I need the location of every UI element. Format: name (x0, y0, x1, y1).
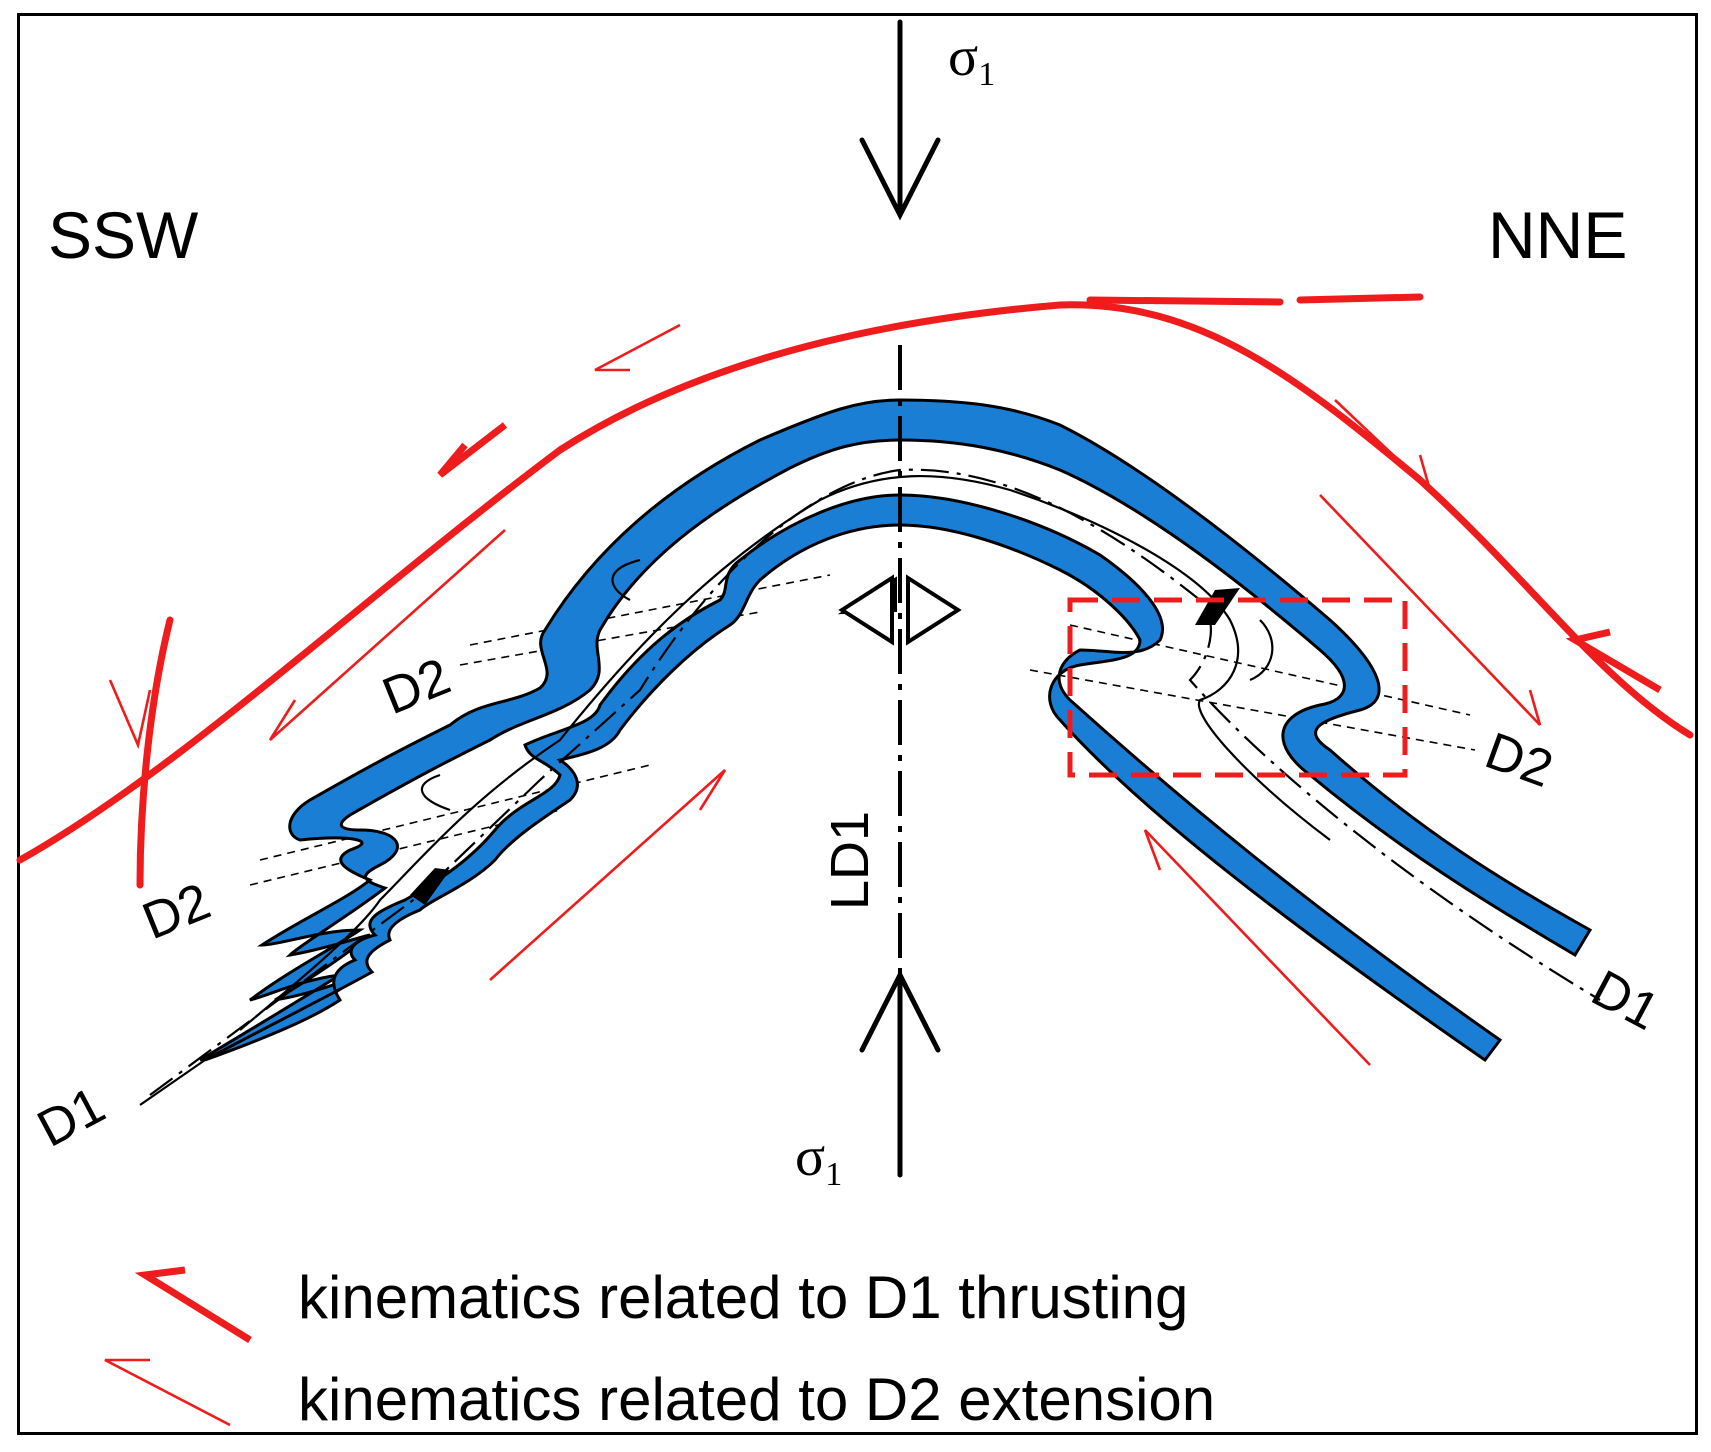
cross-fault (136, 616, 174, 889)
internal-line-wave-1 (611, 558, 641, 601)
label-d2-right: D2 (1478, 722, 1560, 799)
fold-symbol-left-tri (838, 574, 894, 646)
hinge-markers (410, 588, 1240, 905)
diamond-left (410, 868, 450, 905)
d1-trace-left (149, 468, 1601, 1096)
d2-plane-left-lower (259, 764, 651, 861)
legend: kinematics related to D1 thrusting kinem… (104, 1264, 1215, 1433)
label-nne: NNE (1488, 198, 1627, 272)
d2-plane-right-lower (1029, 669, 1476, 751)
internal-lines (239, 474, 1331, 1031)
d1-axial-traces (149, 468, 1601, 1096)
d2-plane-right-upper (1069, 624, 1471, 716)
ext-arrow-top-left (594, 323, 681, 372)
sigma-top-label: σ1 (948, 26, 995, 93)
label-d1-right: D1 (1582, 959, 1668, 1041)
internal-line-wave-2 (420, 773, 451, 812)
ext-arrow-cross (108, 679, 152, 750)
fold-axis-symbol (837, 574, 962, 646)
label-ssw: SSW (48, 198, 199, 272)
thrust-arrow-left (437, 422, 508, 478)
d1-thrust-arrows (437, 422, 1662, 694)
d2-plane-left-lower-b (249, 809, 561, 886)
detail-box (1067, 597, 1408, 778)
d1-tail-left (139, 1059, 206, 1106)
label-d2-left-lower: D2 (135, 872, 218, 951)
ext-arrow-right-mid (1319, 494, 1542, 726)
legend-extension-text: kinematics related to D2 extension (298, 1366, 1215, 1433)
d2-plane-left-upper (469, 574, 831, 646)
d1-thrust-fault (16, 293, 1694, 889)
fault-dash-segment (1296, 293, 1424, 304)
d2-extension-arrows (108, 323, 1542, 1066)
ext-arrow-left-low (489, 769, 727, 981)
internal-line-left (239, 474, 1331, 1031)
sigma-arrow-top (859, 19, 941, 221)
label-d2-left-upper: D2 (375, 647, 458, 726)
fold-symbol-right-tri (906, 574, 962, 646)
legend-extension-symbol (104, 1358, 231, 1427)
fault-dash-short (1086, 296, 1284, 306)
internal-line-wave-3 (1249, 619, 1274, 682)
ext-arrow-left-mid (268, 529, 506, 741)
legend-thrust-text: kinematics related to D1 thrusting (298, 1264, 1188, 1331)
label-ld1: LD1 (820, 811, 880, 910)
ext-arrow-right-top (1334, 399, 1433, 495)
sigma-arrows (859, 19, 941, 1178)
thrust-arrow-right (1565, 628, 1662, 694)
legend-thrust-symbol (134, 1266, 252, 1343)
diamond-right (1195, 588, 1240, 625)
outer-layer (199, 398, 1593, 1062)
ext-arrow-right-low (1143, 829, 1371, 1066)
figure-frame (17, 13, 1698, 1435)
sigma-arrow-bottom (859, 969, 941, 1178)
label-d1-left: D1 (28, 1076, 114, 1158)
sigma-bottom-label: σ1 (795, 1126, 842, 1193)
